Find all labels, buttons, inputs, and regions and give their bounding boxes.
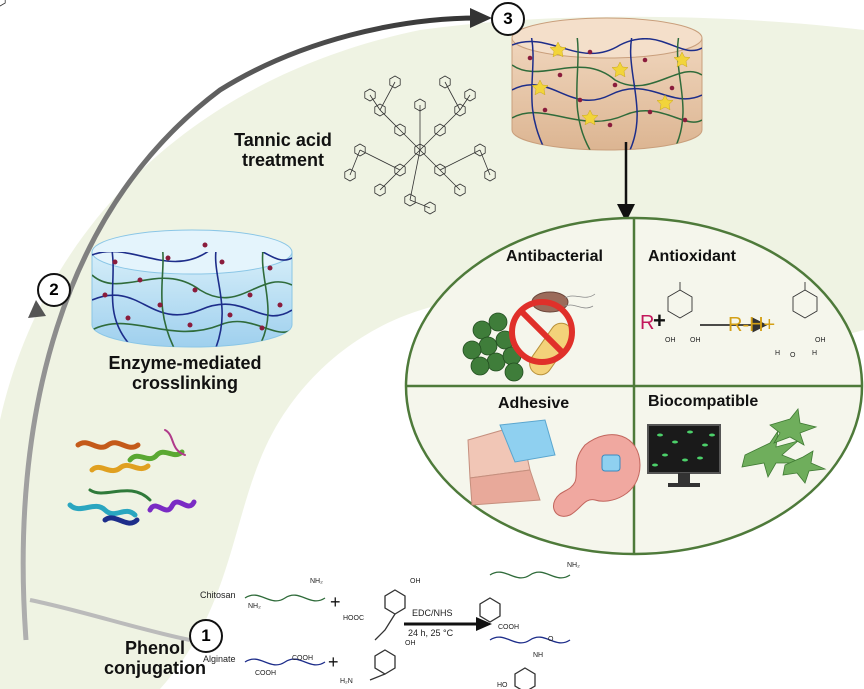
tyramine-oh: OH	[405, 640, 416, 647]
reaction-scheme	[244, 571, 571, 689]
alginate-cooh-a: COOH	[292, 655, 313, 662]
step-number-1: 1	[189, 619, 223, 653]
antioxidant-oh-2: OH	[690, 337, 701, 344]
product-ho: HO	[497, 682, 508, 689]
arc-arrowhead-mid	[28, 300, 46, 318]
antioxidant-product: R-H+	[728, 314, 776, 336]
tannic-acid-molecule	[0, 0, 496, 215]
alginate-cooh-b: COOH	[255, 670, 276, 677]
antioxidant-h-1: H	[775, 350, 781, 357]
arc-arrowhead-top	[470, 8, 492, 28]
adhesive-illustration	[467, 419, 641, 517]
product-nh2: NH₂	[567, 562, 580, 569]
background-band	[0, 16, 864, 689]
enzyme-hydrogel	[91, 229, 293, 348]
arc-tail-bottom	[29, 598, 191, 642]
product-o: O	[548, 636, 554, 643]
step-number-3: 3	[491, 2, 525, 36]
reaction-plus-1: +	[330, 592, 341, 612]
antioxidant-o: O	[790, 352, 796, 359]
progression-arc	[20, 15, 479, 641]
tyramine-h2n: H₂N	[340, 678, 353, 685]
chitosan-nh2-a: NH₂	[310, 578, 323, 585]
antioxidant-plus: +	[653, 308, 666, 333]
phenol-acid-hooc: HOOC	[343, 615, 364, 622]
product-nh: NH	[533, 652, 544, 659]
reaction-condition-reagent: EDC/NHS	[412, 608, 453, 618]
antioxidant-oh-3: OH	[815, 337, 826, 344]
antioxidant-h-2: H	[812, 350, 818, 357]
chitosan-label: Chitosan	[200, 590, 236, 600]
biocompatible-label: Biocompatible	[648, 393, 759, 410]
phenol-acid-oh: OH	[410, 578, 421, 585]
chitosan-nh2-b: NH₂	[248, 603, 261, 610]
step-number-2: 2	[37, 273, 71, 307]
antioxidant-oh-1: OH	[665, 337, 676, 344]
alginate-label: Alginate	[203, 654, 236, 664]
antioxidant-label: Antioxidant	[648, 248, 736, 265]
antibacterial-illustration	[462, 291, 596, 382]
tannic-hydrogel	[511, 17, 703, 151]
biocompatible-illustration	[647, 408, 827, 487]
adhesive-label: Adhesive	[498, 395, 570, 412]
reaction-condition-time: 24 h, 25 °C	[408, 628, 454, 638]
antioxidant-illustration	[667, 282, 818, 333]
enzyme-structure	[67, 429, 197, 526]
antibacterial-label: Antibacterial	[506, 248, 603, 265]
radical-symbol: R	[640, 312, 655, 334]
product-cooh: COOH	[498, 624, 519, 631]
reaction-plus-2: +	[328, 652, 339, 672]
